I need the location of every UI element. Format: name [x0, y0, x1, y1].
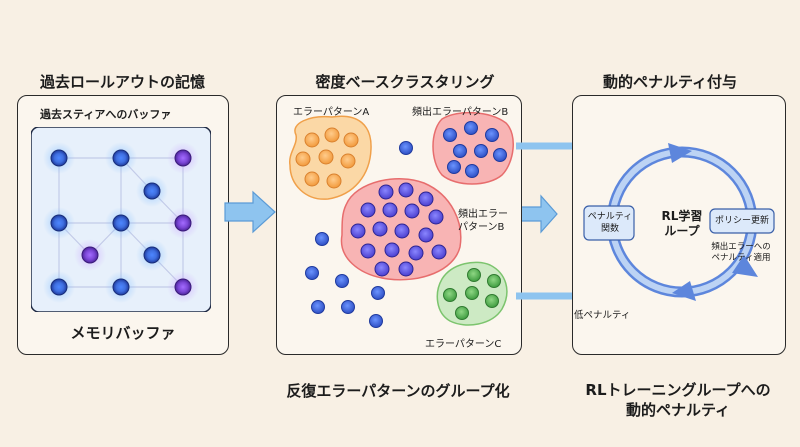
- memory-section-title: 過去ロールアウトの記憶: [40, 73, 206, 91]
- buffer-node: [143, 246, 161, 264]
- buffer-node: [112, 278, 130, 296]
- buffer-node: [143, 182, 161, 200]
- policy-update-box: [709, 208, 775, 234]
- loop-arrow-icon: [672, 281, 696, 301]
- cluster-b-main-label-line1: 頻出エラー: [458, 209, 508, 220]
- rl-loop-line1: RL学習: [661, 209, 703, 223]
- penalty-caption-line1: RLトレーニングループへの: [585, 381, 771, 399]
- clustering-caption: 反復エラーパターンのグループ化: [286, 382, 510, 400]
- low-penalty-label: 低ペナルティ: [574, 310, 631, 321]
- rl-loop-diagram: [583, 143, 775, 301]
- penalty-section-title: 動的ペナルティ付与: [602, 73, 738, 91]
- cluster-map: [289, 111, 514, 328]
- buffer-node-highlight: [174, 214, 192, 232]
- buffer-node: [112, 149, 130, 167]
- cluster-a-label: エラーパターンA: [293, 107, 370, 118]
- frequent-error-penalty-line1: 頻出エラーへの: [711, 242, 771, 252]
- buffer-node-highlight: [174, 278, 192, 296]
- cluster-b-main-label: 頻出エラー パターンB: [458, 208, 508, 234]
- loop-arrow-icon: [668, 143, 692, 163]
- rl-loop-line2: ループ: [664, 224, 700, 238]
- buffer-nodes: [43, 142, 199, 303]
- memory-buffer-grid: [31, 127, 211, 312]
- buffer-node: [50, 214, 68, 232]
- right-arrow-icon: [224, 190, 276, 234]
- right-arrow-icon: [518, 194, 558, 234]
- penalty-caption: RLトレーニングループへの 動的ペナルティ: [570, 380, 786, 420]
- cluster-b-main-label-line2: パターンB: [458, 222, 505, 233]
- penalty-function-box: [583, 205, 635, 241]
- loop-arrow-icon: [732, 255, 758, 277]
- noise-points: [305, 141, 413, 328]
- buffer-node-highlight: [81, 246, 99, 264]
- penalty-caption-line2: 動的ペナルティ: [625, 401, 731, 419]
- policy-update-label: ポリシー更新: [714, 216, 769, 226]
- buffer-node: [50, 149, 68, 167]
- penalty-function-line2: 関数: [600, 224, 619, 234]
- buffer-node: [50, 278, 68, 296]
- cluster-c-label: エラーパターンC: [425, 339, 502, 350]
- frequent-error-penalty-line2: ペナルティ適用: [711, 253, 771, 263]
- cluster-b-top-label: 頻出エラーパターンB: [412, 107, 509, 118]
- buffer-subtitle: 過去スティアへのバッファ: [40, 108, 172, 121]
- penalty-function-label: ペナルティ 関数: [586, 211, 634, 235]
- memory-buffer-label: メモリバッファ: [70, 324, 176, 342]
- buffer-node-highlight: [174, 149, 192, 167]
- frequent-error-penalty-label: 頻出エラーへの ペナルティ適用: [700, 242, 782, 264]
- penalty-function-line1: ペナルティ: [587, 212, 633, 222]
- buffer-node: [112, 214, 130, 232]
- clustering-section-title: 密度ベースクラスタリング: [315, 73, 495, 91]
- rl-loop-label: RL学習 ループ: [652, 209, 712, 239]
